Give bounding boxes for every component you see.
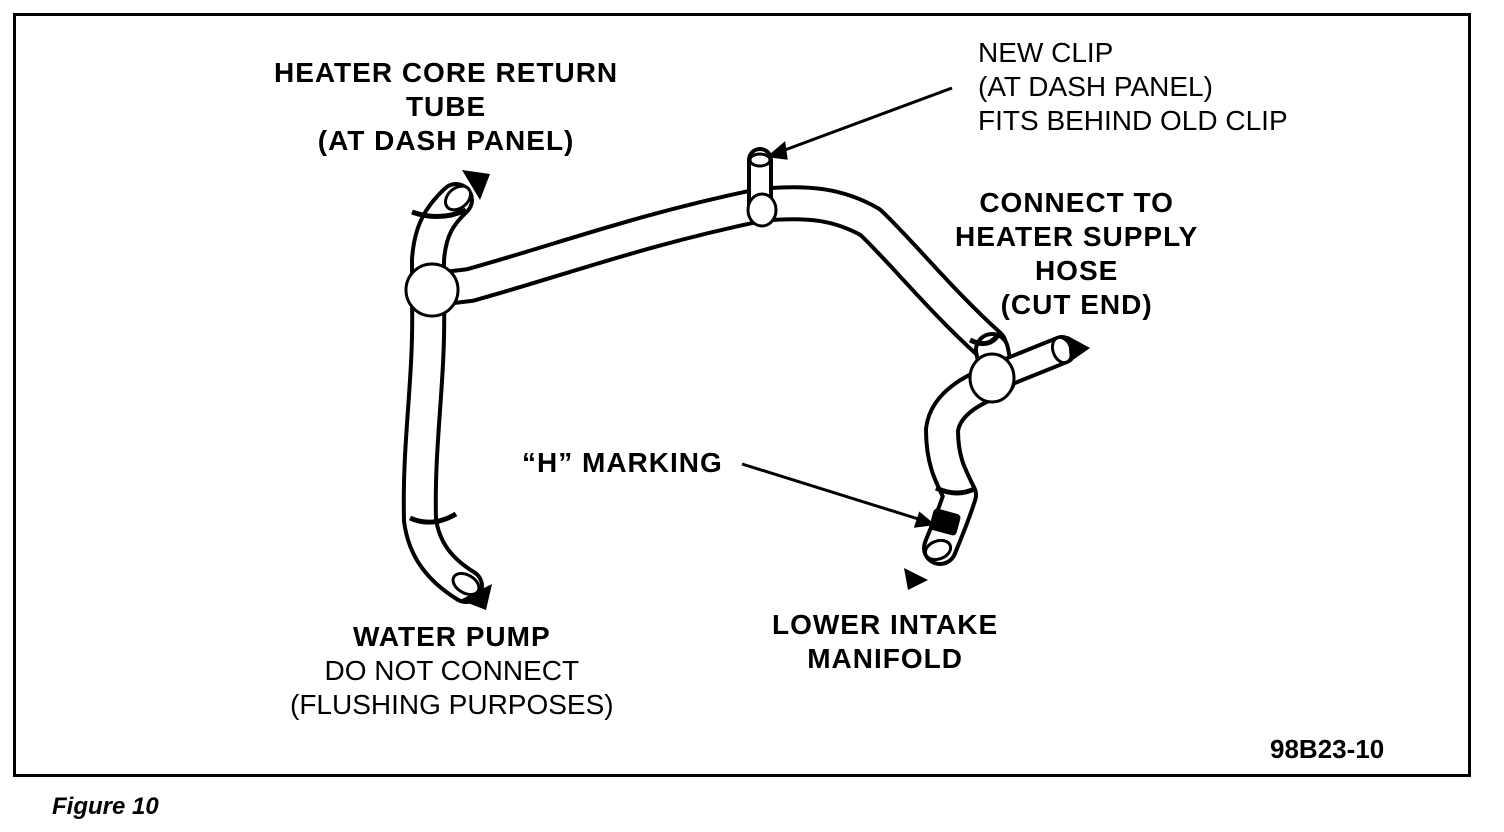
h-marking-band [929, 508, 961, 536]
right-top-clamp [968, 330, 1003, 347]
arrow-heater-return [462, 170, 490, 200]
h-marking-label: “H” MARKING [522, 446, 723, 480]
arrow-water-pump [460, 584, 492, 610]
new-clip-line-3: FITS BEHIND OLD CLIP [978, 105, 1288, 136]
connect-supply-label: CONNECT TO HEATER SUPPLY HOSE (CUT END) [955, 186, 1198, 322]
left-lower-clamp [408, 511, 458, 525]
heater-core-return-line-2: TUBE [405, 91, 487, 122]
connect-supply-line-2: HEATER SUPPLY [955, 221, 1199, 252]
manifold-end-cap [923, 538, 953, 562]
connect-supply-line-1: CONNECT TO [979, 187, 1174, 218]
figure-code: 98B23-10 [1270, 734, 1385, 764]
new-clip-label: NEW CLIP (AT DASH PANEL) FITS BEHIND OLD… [978, 36, 1288, 138]
heater-core-return-label: HEATER CORE RETURN TUBE (AT DASH PANEL) [274, 56, 618, 158]
arrow-lower-intake [904, 568, 928, 590]
top-end-cap [443, 184, 473, 212]
new-clip-line-1: NEW CLIP [978, 37, 1114, 68]
right-tee [968, 352, 1016, 404]
connect-supply-line-4: (CUT END) [1000, 289, 1153, 320]
water-pump-note-1: DO NOT CONNECT [324, 655, 580, 686]
clip-ring [746, 192, 778, 228]
lower-intake-line-2: MANIFOLD [807, 643, 963, 674]
heater-core-return-line-1: HEATER CORE RETURN [274, 57, 619, 88]
lower-intake-label: LOWER INTAKE MANIFOLD [772, 608, 998, 676]
figure-caption: Figure 10 [52, 793, 159, 820]
h-marking-text: “H” MARKING [522, 447, 723, 478]
leader-new-clip [773, 86, 953, 156]
water-pump-title: WATER PUMP [352, 621, 551, 652]
connect-supply-line-3: HOSE [1034, 255, 1119, 286]
arrow-supply [1068, 336, 1090, 362]
top-clamp [411, 207, 468, 219]
water-pump-note-2: (FLUSHING PURPOSES) [290, 689, 614, 720]
water-pump-label: WATER PUMP DO NOT CONNECT (FLUSHING PURP… [290, 620, 614, 722]
clip-end-cap [748, 152, 772, 168]
upper-tee [404, 262, 460, 318]
figure-frame [13, 13, 1471, 777]
right-lower-clamp [934, 485, 978, 496]
heater-core-return-line-3: (AT DASH PANEL) [317, 125, 575, 156]
new-clip-line-2: (AT DASH PANEL) [978, 71, 1213, 102]
leader-h-marking [741, 462, 929, 524]
lower-intake-line-1: LOWER INTAKE [772, 609, 999, 640]
